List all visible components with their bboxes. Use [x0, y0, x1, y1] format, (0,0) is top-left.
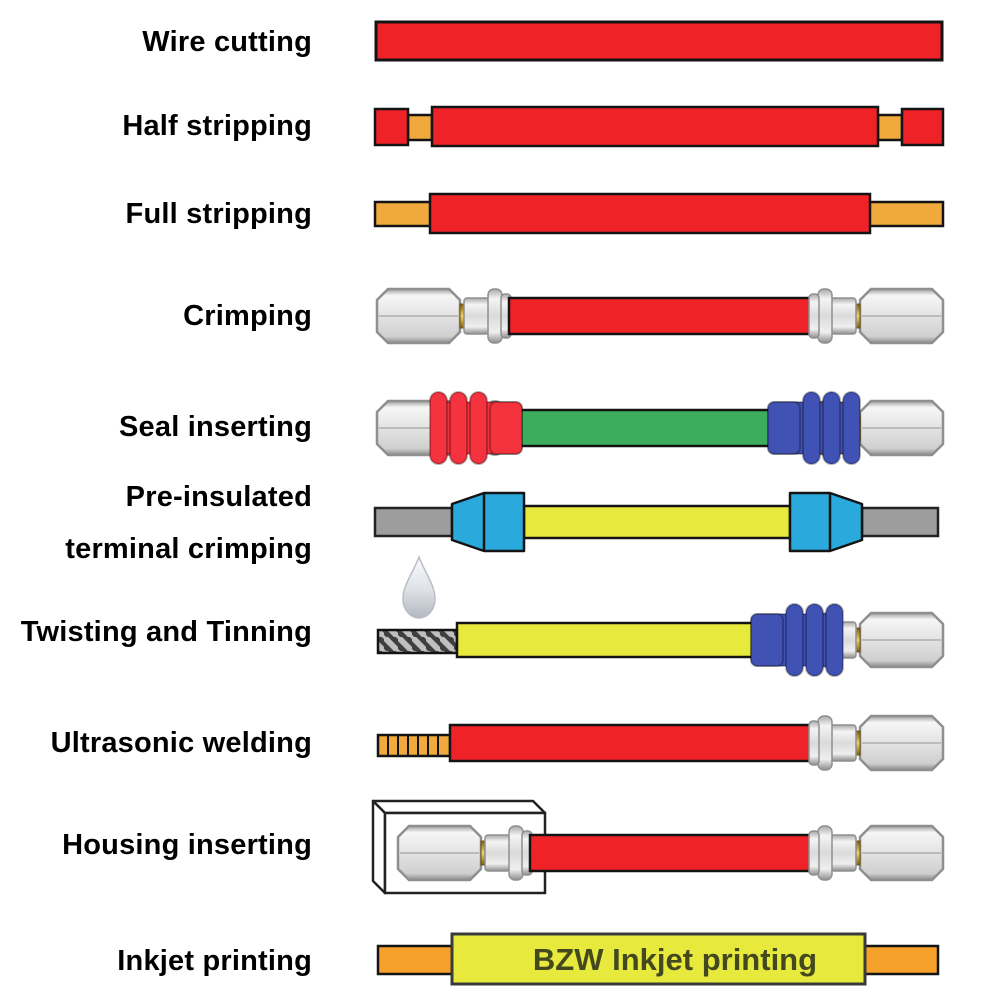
exposed-conductor-right — [876, 113, 904, 142]
step-label-inkjet-printing: Inkjet printing — [117, 944, 312, 977]
twisted-strands — [376, 628, 459, 655]
step-label-full-stripping: Full stripping — [125, 197, 312, 230]
red-seal — [429, 391, 523, 465]
pre-insulated-terminal-crimping-illustration — [373, 491, 940, 553]
printed-wire-text: BZW Inkjet printing — [533, 942, 817, 977]
bare-conductor-right — [866, 200, 945, 228]
step-label-ultrasonic-welding: Ultrasonic welding — [50, 726, 312, 759]
step-label-pre-insulated-terminal-crimping: Pre-insulated terminal crimping — [65, 481, 312, 565]
crimped-terminal-right — [807, 287, 945, 345]
printed-wire-body — [450, 932, 867, 986]
wire-body — [528, 833, 814, 873]
wire-body — [448, 723, 814, 763]
insulation-slug-right — [900, 107, 945, 147]
crimped-terminal-right — [807, 714, 945, 772]
insulation-slug-left — [373, 107, 410, 147]
step-label-wire-cutting: Wire cutting — [142, 25, 312, 58]
seal-inserting-illustration — [375, 391, 945, 465]
wire-body — [513, 408, 807, 448]
ultrasonic-welding-illustration — [376, 714, 945, 772]
crimping-illustration — [375, 287, 945, 345]
wire-body — [507, 296, 815, 336]
wire-body — [522, 504, 792, 540]
wire-cutting-illustration — [374, 20, 944, 62]
wire-end-right — [863, 944, 940, 976]
step-label-crimping: Crimping — [183, 299, 312, 332]
gray-lead-right — [860, 506, 940, 538]
blue-seal — [750, 603, 844, 677]
blue-seal — [767, 391, 861, 465]
step-label-twisting-and-tinning: Twisting and Tinning — [20, 615, 312, 648]
solder-drop-icon — [402, 556, 436, 619]
gray-lead-left — [373, 506, 454, 538]
exposed-conductor-left — [406, 113, 434, 142]
wire-body — [430, 105, 880, 148]
twisting-and-tinning-illustration — [376, 556, 945, 677]
crimped-terminal-right — [807, 824, 945, 882]
step-label-housing-inserting: Housing inserting — [62, 828, 312, 861]
cut-wire-segment — [374, 20, 944, 62]
step-label-seal-inserting: Seal inserting — [119, 410, 312, 443]
inkjet-printing-illustration: BZW Inkjet printing — [376, 932, 940, 986]
half-stripping-illustration — [373, 105, 945, 148]
crimped-terminal-left — [396, 824, 534, 882]
housing-inserting-illustration — [371, 799, 945, 895]
full-stripping-illustration — [373, 192, 945, 235]
wire-body — [428, 192, 872, 235]
pre-insulated-terminal-left — [450, 491, 526, 553]
step-label-half-stripping: Half stripping — [122, 109, 312, 142]
wire-end-left — [376, 944, 454, 976]
pre-insulated-terminal-right — [788, 491, 864, 553]
splice-segment-lines — [387, 735, 439, 756]
crimped-terminal-left — [375, 287, 513, 345]
bare-conductor-left — [373, 200, 434, 228]
